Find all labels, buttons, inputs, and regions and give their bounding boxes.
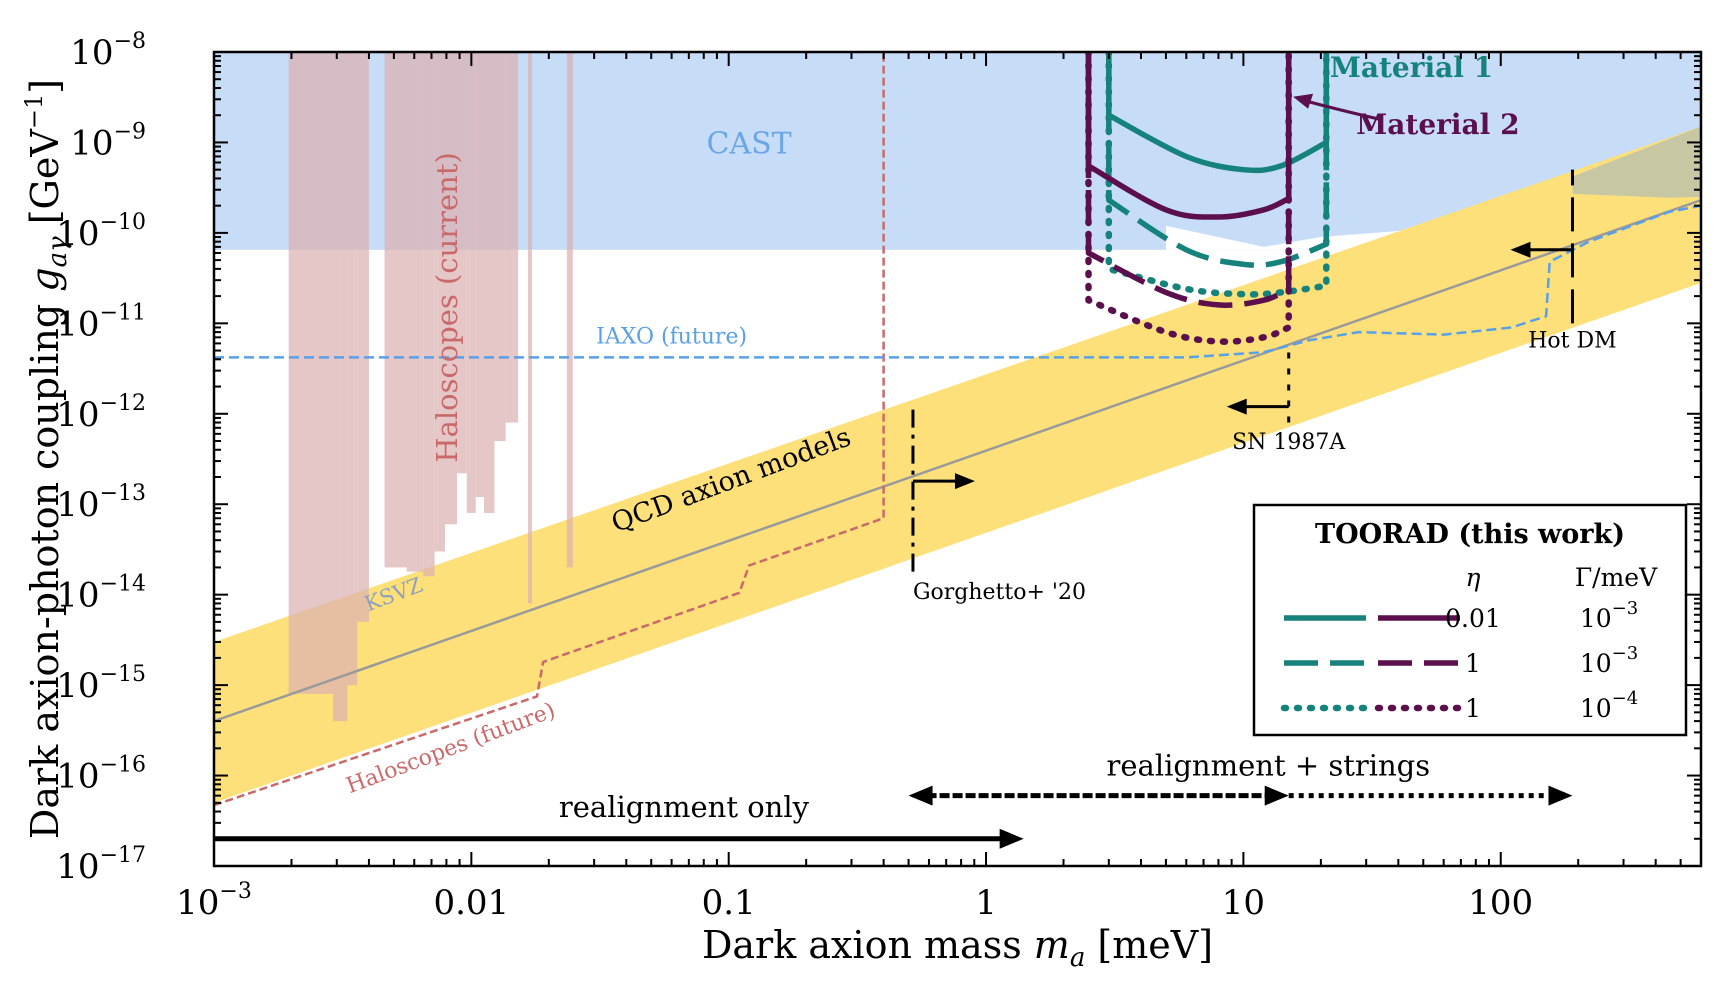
- sn1987a-bound-arrow: [1226, 398, 1289, 415]
- legend-gamma-value: 10−4: [1580, 688, 1638, 723]
- legend-gamma-value: 10−3: [1580, 643, 1638, 678]
- sn1987a-label: SN 1987A: [1232, 430, 1346, 455]
- x-tick-label: 100: [1468, 883, 1533, 923]
- legend-eta-value: 1: [1465, 649, 1481, 678]
- arrow-head: [1510, 241, 1531, 258]
- legend-eta-value: 1: [1465, 694, 1481, 723]
- gorghetto-bound-arrow: [912, 473, 975, 490]
- material-1-label: Material 1: [1330, 51, 1493, 84]
- axes: 10−3 0.01 0.1 1 10 100 10−8 10−9 10−10 10−11 10−12…: [20, 29, 1703, 973]
- arrow-head: [1548, 785, 1573, 806]
- hot-dm-label: Hot DM: [1528, 328, 1616, 353]
- axes-frame: [212, 50, 1703, 868]
- arrow-head: [1264, 785, 1289, 806]
- legend-header-gamma: Γ/meV: [1575, 563, 1658, 592]
- haloscope-current-bar: [484, 52, 495, 513]
- y-tick-label: 10−15: [56, 662, 146, 706]
- material-2-label: Material 2: [1356, 108, 1519, 141]
- toorad-curve-dashed: [1085, 52, 1292, 308]
- haloscope-current-bar: [445, 52, 458, 525]
- haloscope-current-bar: [505, 52, 519, 423]
- cast-label: CAST: [706, 126, 791, 161]
- haloscope-current-bar: [423, 52, 435, 577]
- legend: TOORAD (this work) η Γ/meV 0.01 10−3 1 10−3 1 10…: [1252, 503, 1688, 737]
- haloscope-current-bar: [384, 52, 407, 568]
- material-2-pointer: [1293, 93, 1381, 121]
- haloscopes-future-line: [214, 52, 885, 807]
- y-axis-title: Dark axion-photon coupling gaγ [GeV−1]: [20, 79, 73, 839]
- haloscope-current-bar: [357, 52, 369, 622]
- x-tick-label: 10: [1222, 883, 1265, 923]
- arrow-head: [1293, 93, 1314, 109]
- arrow-head: [954, 473, 975, 490]
- toorad-curve-solid: [1106, 52, 1330, 174]
- y-tick-label: 10−11: [56, 300, 146, 344]
- haloscope-current-bar: [288, 52, 333, 694]
- haloscope-current-bar: [347, 52, 358, 686]
- realignment-only-label: realignment only: [559, 790, 810, 824]
- toorad-curve-dashed: [1106, 52, 1330, 268]
- haloscope-current-bar: [494, 52, 506, 442]
- x-tick-label: 1: [975, 883, 997, 923]
- y-tick-label: 10−8: [70, 29, 146, 73]
- iaxo-future-line: [214, 204, 1701, 359]
- legend-title: TOORAD (this work): [1315, 519, 1625, 550]
- toorad-curve-dotted: [1085, 52, 1292, 345]
- realignment-only-arrow: [214, 828, 1024, 849]
- legend-eta-value: 0.01: [1445, 604, 1501, 633]
- haloscope-current-bar: [340, 52, 348, 722]
- arrow-head: [999, 828, 1024, 849]
- x-axis-title: Dark axion mass ma [meV]: [702, 923, 1213, 973]
- qcd-axion-band: [214, 126, 1701, 803]
- x-tick-label: 0.01: [433, 883, 509, 923]
- haloscope-current-bar: [406, 52, 424, 572]
- iaxo-label: IAXO (future): [596, 324, 747, 349]
- y-tick-label: 10−10: [56, 210, 146, 254]
- y-tick-label: 10−12: [56, 391, 146, 435]
- legend-gamma-value: 10−3: [1580, 598, 1638, 633]
- y-tick-label: 10−9: [70, 119, 146, 163]
- haloscopes-current-label: Haloscopes (current): [430, 152, 464, 463]
- arrow-head: [908, 785, 933, 806]
- pointer-shaft: [1304, 99, 1381, 121]
- y-tick-label: 10−14: [56, 572, 146, 616]
- toorad-curve-dotted: [1105, 52, 1330, 298]
- hot-dm-overlap: [1572, 126, 1701, 198]
- x-tick-label: 0.1: [702, 883, 756, 923]
- gorghetto-label: Gorghetto+ '20: [913, 580, 1086, 605]
- arrow-head: [1226, 398, 1247, 415]
- haloscope-current-bar: [566, 52, 573, 568]
- y-tick-label: 10−17: [56, 843, 146, 887]
- legend-header-eta: η: [1466, 563, 1481, 592]
- haloscope-current-bar: [466, 52, 476, 513]
- haloscope-current-bar: [475, 52, 485, 498]
- hot-dm-bound-arrow: [1510, 241, 1573, 258]
- haloscope-current-bar: [457, 52, 467, 474]
- y-tick-label: 10−16: [56, 753, 146, 797]
- y-tick-label: 10−13: [56, 481, 146, 525]
- realignment-strings-label: realignment + strings: [1107, 749, 1431, 783]
- x-tick-label: 10−3: [176, 879, 252, 923]
- strings-extension-arrow: [1288, 785, 1573, 806]
- haloscope-current-bar: [332, 52, 341, 722]
- ksvz-line: [214, 199, 1701, 723]
- haloscope-current-bar: [527, 52, 532, 604]
- realignment-strings-arrow: [908, 785, 1289, 806]
- toorad-curve-solid: [1085, 52, 1292, 220]
- haloscope-current-bar: [434, 52, 446, 552]
